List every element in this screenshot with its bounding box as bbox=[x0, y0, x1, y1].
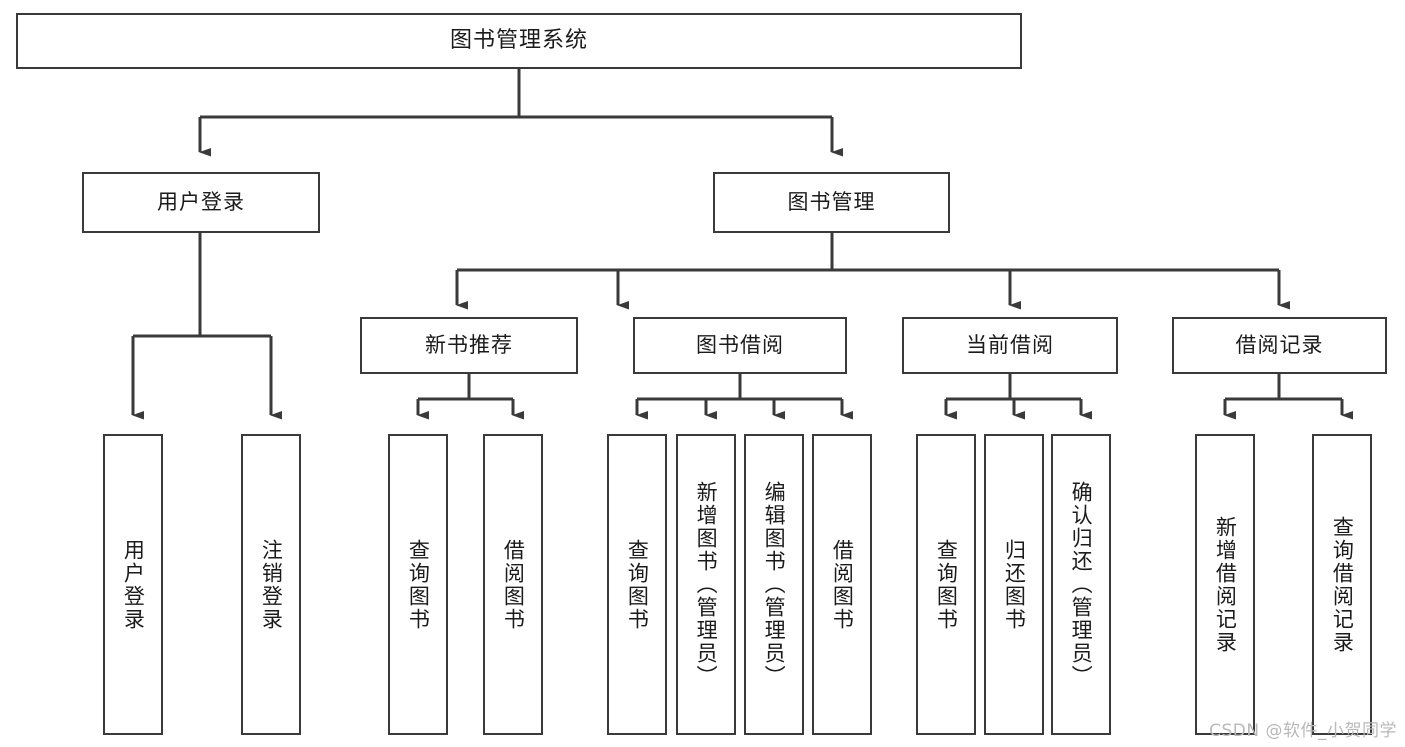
leaf-add-book-admin[interactable]: 新增图书（管理员） bbox=[676, 434, 736, 735]
leaf-query-record[interactable]: 查询借阅记录 bbox=[1312, 434, 1372, 735]
node-borrow-record[interactable]: 借阅记录 bbox=[1172, 317, 1387, 374]
leaf-query-record-label: 查询借阅记录 bbox=[1330, 515, 1355, 654]
leaf-confirm-return-admin-label: 确认归还（管理员） bbox=[1069, 481, 1094, 688]
node-root-label: 图书管理系统 bbox=[449, 27, 588, 53]
leaf-borrow-book-b-label: 借阅图书 bbox=[830, 538, 855, 631]
node-current-borrow-label: 当前借阅 bbox=[966, 332, 1054, 357]
leaf-query-book-c[interactable]: 查询图书 bbox=[916, 434, 976, 735]
node-root[interactable]: 图书管理系统 bbox=[16, 13, 1022, 69]
leaf-borrow-book-a-label: 借阅图书 bbox=[501, 538, 526, 631]
leaf-confirm-return-admin[interactable]: 确认归还（管理员） bbox=[1051, 434, 1111, 735]
leaf-add-record[interactable]: 新增借阅记录 bbox=[1195, 434, 1255, 735]
leaf-logout-label: 注销登录 bbox=[259, 538, 284, 631]
node-borrow-record-label: 借阅记录 bbox=[1235, 332, 1324, 357]
leaf-edit-book-admin[interactable]: 编辑图书（管理员） bbox=[744, 434, 804, 735]
leaf-query-book-a[interactable]: 查询图书 bbox=[388, 434, 448, 735]
leaf-edit-book-admin-label: 编辑图书（管理员） bbox=[762, 481, 787, 688]
leaf-add-record-label: 新增借阅记录 bbox=[1213, 515, 1238, 654]
leaf-borrow-book-b[interactable]: 借阅图书 bbox=[812, 434, 872, 735]
leaf-return-book[interactable]: 归还图书 bbox=[984, 434, 1044, 735]
watermark: CSDN @软件_小贺同学 bbox=[1209, 721, 1397, 741]
node-book-borrow[interactable]: 图书借阅 bbox=[633, 317, 847, 374]
leaf-return-book-label: 归还图书 bbox=[1002, 538, 1027, 631]
node-new-book-rec-label: 新书推荐 bbox=[425, 332, 513, 357]
leaf-query-book-a-label: 查询图书 bbox=[406, 538, 431, 631]
node-current-borrow[interactable]: 当前借阅 bbox=[902, 317, 1118, 374]
leaf-borrow-book-a[interactable]: 借阅图书 bbox=[483, 434, 543, 735]
node-book-manage-label: 图书管理 bbox=[787, 189, 876, 214]
leaf-add-book-admin-label: 新增图书（管理员） bbox=[694, 481, 719, 688]
leaf-logout[interactable]: 注销登录 bbox=[241, 434, 301, 735]
leaf-user-login-label: 用户登录 bbox=[121, 538, 146, 631]
leaf-user-login[interactable]: 用户登录 bbox=[103, 434, 163, 735]
node-user-login[interactable]: 用户登录 bbox=[82, 172, 320, 233]
node-new-book-rec[interactable]: 新书推荐 bbox=[360, 317, 578, 374]
leaf-query-book-b-label: 查询图书 bbox=[625, 538, 650, 631]
leaf-query-book-c-label: 查询图书 bbox=[934, 538, 959, 631]
node-book-borrow-label: 图书借阅 bbox=[696, 332, 784, 357]
node-book-manage[interactable]: 图书管理 bbox=[713, 172, 950, 233]
leaf-query-book-b[interactable]: 查询图书 bbox=[607, 434, 667, 735]
node-user-login-label: 用户登录 bbox=[157, 189, 245, 214]
